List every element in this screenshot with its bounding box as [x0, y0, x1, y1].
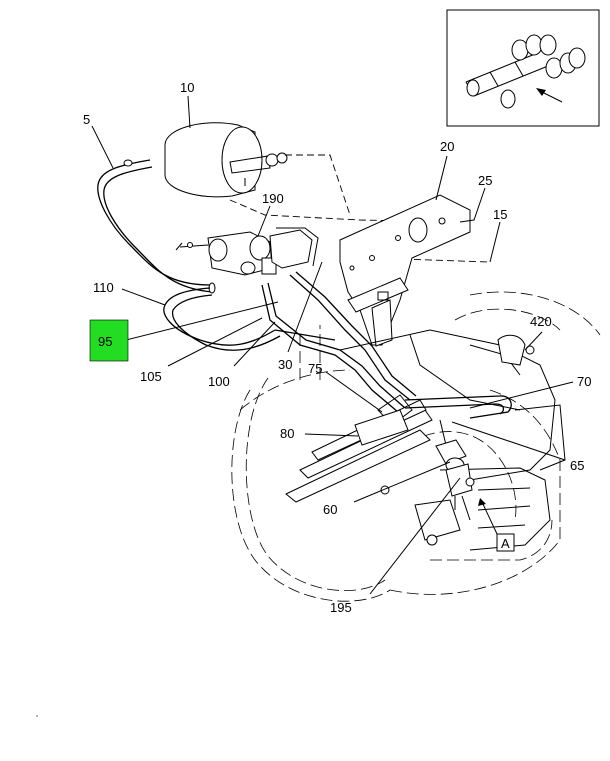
callout-60[interactable]: 60	[323, 502, 337, 517]
callout-420[interactable]: 420	[530, 314, 552, 329]
valve-190	[175, 227, 319, 276]
callout-105[interactable]: 105	[140, 369, 162, 384]
callout-A: A	[501, 536, 510, 551]
callout-110[interactable]: 110	[93, 280, 114, 295]
hose-5	[97, 159, 216, 294]
callout-100[interactable]: 100	[208, 374, 230, 389]
callout-10[interactable]: 10	[180, 80, 194, 95]
callout-25[interactable]: 25	[478, 173, 492, 188]
shift-linkage	[285, 394, 512, 503]
callout-95-highlight[interactable]: 95	[89, 319, 129, 362]
callout-20[interactable]: 20	[440, 139, 454, 154]
callout-95: 95	[98, 334, 112, 349]
transmission-housing	[231, 291, 601, 602]
callout-15[interactable]: 15	[493, 207, 507, 222]
callout-A-box[interactable]: A	[496, 533, 515, 552]
bracket-20	[339, 194, 471, 347]
hose-110	[163, 287, 281, 351]
callout-70[interactable]: 70	[577, 374, 591, 389]
connection-dashes	[229, 154, 491, 263]
callout-labels: 5 10 20 25 15 190 110 105 100 30 75 420 …	[83, 80, 591, 615]
transmission-body	[339, 329, 566, 551]
stray-dot	[36, 715, 38, 717]
inset-truck-chassis	[465, 34, 586, 109]
leader-lines	[91, 95, 574, 595]
callout-65[interactable]: 65	[570, 458, 584, 473]
callout-5[interactable]: 5	[83, 112, 90, 127]
callout-30[interactable]: 30	[278, 357, 292, 372]
callout-195[interactable]: 195	[330, 600, 352, 615]
callout-80[interactable]: 80	[280, 426, 294, 441]
inset-locator-view	[446, 9, 600, 127]
callout-190[interactable]: 190	[262, 191, 284, 206]
inset-arrow-icon	[536, 88, 563, 103]
air-lines-100-105-30	[261, 271, 417, 413]
callout-75[interactable]: 75	[308, 361, 322, 376]
air-tank-10	[164, 122, 288, 198]
